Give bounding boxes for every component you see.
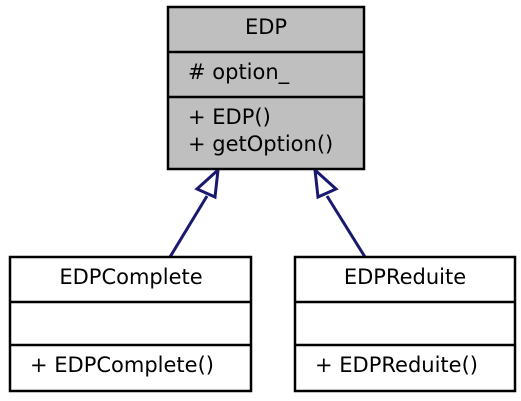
inheritance-arrowhead [313, 166, 339, 200]
class-name: EDPReduite [344, 265, 466, 289]
class-box [8, 255, 253, 393]
class-method: + EDP() [188, 105, 271, 129]
class-box [166, 5, 366, 171]
class-edp-complete[interactable]: EDPComplete + EDPComplete() [8, 255, 253, 393]
class-method: + EDPReduite() [315, 353, 478, 377]
class-name: EDPComplete [59, 265, 202, 289]
class-attribute: # option_ [188, 60, 290, 85]
inheritance-line [168, 195, 209, 258]
inheritance-arrowhead [194, 166, 220, 200]
class-edp-reduite[interactable]: EDPReduite + EDPReduite() [293, 255, 517, 393]
class-box [293, 255, 517, 393]
class-name: EDP [245, 15, 287, 39]
class-edp[interactable]: EDP # option_ + EDP() + getOption() [166, 5, 366, 171]
class-method: + EDPComplete() [30, 353, 214, 377]
inheritance-edp-complete [168, 166, 220, 258]
inheritance-line [325, 195, 367, 258]
class-method: + getOption() [188, 132, 333, 156]
inheritance-edp-reduite [313, 166, 367, 258]
